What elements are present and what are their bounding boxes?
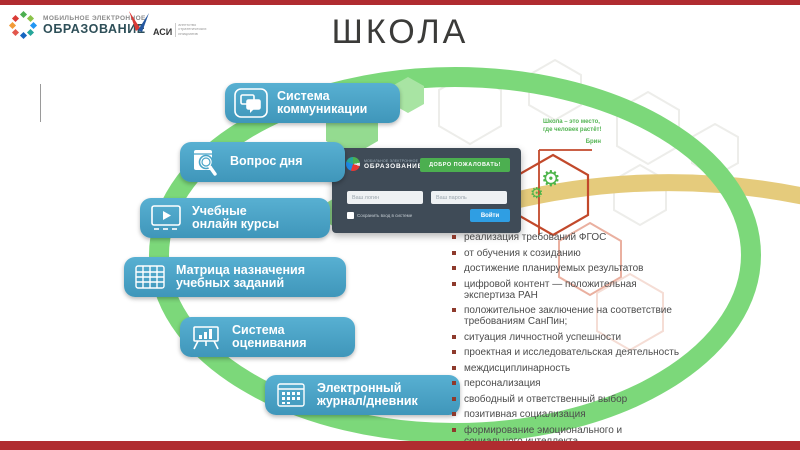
bullet-marker [452,334,456,339]
bullet-marker [452,266,456,270]
login-logo-icon [346,157,360,171]
list-item: ситуация личностной успешности [452,332,714,343]
list-item: свободный и ответственный выбор [452,394,714,405]
video-player-icon [149,203,183,233]
bullet-marker [452,412,456,416]
bullet-marker [452,396,456,401]
list-item: проектная и исследовательская деятельнос… [452,347,714,358]
feature-button-label: Вопрос дня [230,154,303,169]
bullet-marker [452,250,456,255]
list-item-text: свободный и ответственный выбор [464,393,628,405]
feature-button-label: Система коммуникации [277,88,368,116]
green-arc [149,67,761,443]
list-item: цифровой контент — положительная эксперт… [452,279,714,301]
header: МОБИЛЬНОЕ ЭЛЕКТРОННОЕ ОБРАЗОВАНИЕ АСИ аг… [0,5,800,60]
quote-line1: Школа – это место, [543,119,600,125]
asi-subtext: агентство стратегических инициатив [175,22,207,37]
feature-button-label: Матрица назначения учебных заданий [176,262,306,290]
feature-button-assignment-matrix[interactable]: Матрица назначения учебных заданий [124,257,346,297]
list-item: позитивная социализация [452,409,714,420]
bullet-marker [452,281,456,286]
list-item: от обучения к созиданию [452,248,714,259]
left-tick-line [40,84,41,122]
feature-button-label: Учебные онлайн курсы [192,203,280,231]
list-item-text: персонализация [464,378,541,389]
list-item-text: положительное заключение на соответствие… [464,305,672,327]
list-item-text: достижение планируемых результатов [464,263,644,274]
benefits-list: реализация требований ФГОС от обучения к… [452,232,714,447]
list-item: положительное заключение на соответствие… [452,305,714,327]
asi-logo-icon [129,11,149,32]
quote-line2: где человек растёт! [543,126,602,133]
asi-logo: АСИ агентство стратегических инициатив [128,11,207,37]
list-item-text: междисциплинарность [464,362,571,374]
list-item-text: цифровой контент — положительная эксперт… [464,278,637,301]
list-item: реализация требований ФГОС [452,232,714,243]
bullet-marker [452,350,456,354]
bullet-marker [452,365,456,370]
bullet-marker [452,381,456,385]
login-panel: МОБИЛЬНОЕ ЭЛЕКТРОННОЕ ОБРАЗОВАНИЕ ДОБРО … [332,148,521,233]
chat-icon [234,88,268,118]
feature-button-label: Электронный журнал/дневник [317,380,418,408]
meo-logo: МОБИЛЬНОЕ ЭЛЕКТРОННОЕ ОБРАЗОВАНИЕ [8,10,146,40]
feature-button-ejournal[interactable]: Электронный журнал/дневник [265,375,460,415]
gear-icon: ⚙ [530,185,544,202]
feature-button-label: Система оценивания [232,322,307,350]
list-item-text: позитивная социализация [464,409,586,420]
checkbox-icon[interactable] [347,212,354,219]
password-input[interactable] [431,191,507,204]
presentation-chart-icon [189,322,223,352]
login-logo: МОБИЛЬНОЕ ЭЛЕКТРОННОЕ ОБРАЗОВАНИЕ [346,157,423,171]
book-search-icon [189,147,221,177]
login-logo-line1: МОБИЛЬНОЕ ЭЛЕКТРОННОЕ [364,158,419,163]
list-item-text: реализация требований ФГОС [464,232,607,243]
top-accent-bar [0,0,800,5]
meo-logo-line1: МОБИЛЬНОЕ ЭЛЕКТРОННОЕ [43,14,146,22]
list-item: междисциплинарность [452,363,714,374]
table-grid-icon [133,262,167,292]
quote-author: Брин [585,138,601,145]
remember-checkbox[interactable]: Сохранить вход в системе [347,212,412,219]
bullet-marker [452,308,456,312]
feature-button-question-of-day[interactable]: Вопрос дня [180,142,345,182]
list-item-text: от обучения к созиданию [464,247,581,259]
list-item-text: проектная и исследовательская деятельнос… [464,347,680,358]
bullet-marker [452,235,456,239]
welcome-button[interactable]: ДОБРО ПОЖАЛОВАТЬ! [420,158,510,172]
list-item-text: ситуация личностной успешности [464,331,622,343]
feature-button-online-courses[interactable]: Учебные онлайн курсы [140,198,330,238]
meo-logo-icon [8,10,38,40]
remember-label: Сохранить вход в системе [357,213,413,218]
list-item: достижение планируемых результатов [452,263,714,274]
quote: Школа – это место, где человек растёт! Б… [543,119,605,146]
feature-button-communication[interactable]: Система коммуникации [225,83,400,123]
bottom-accent-bar [0,441,800,450]
calendar-grid-icon [274,380,308,410]
meo-logo-line2: ОБРАЗОВАНИЕ [43,21,146,36]
page-title: ШКОЛА [331,13,469,51]
login-input[interactable] [347,191,423,204]
asi-name: АСИ [153,27,173,37]
feature-button-assessment[interactable]: Система оценивания [180,317,355,357]
gear-icon: ⚙ [541,166,561,191]
yellow-arc [475,174,800,219]
list-item: персонализация [452,378,714,389]
login-logo-line2: ОБРАЗОВАНИЕ [364,162,423,170]
bullet-marker [452,427,456,432]
submit-button[interactable]: Войти [470,209,510,222]
